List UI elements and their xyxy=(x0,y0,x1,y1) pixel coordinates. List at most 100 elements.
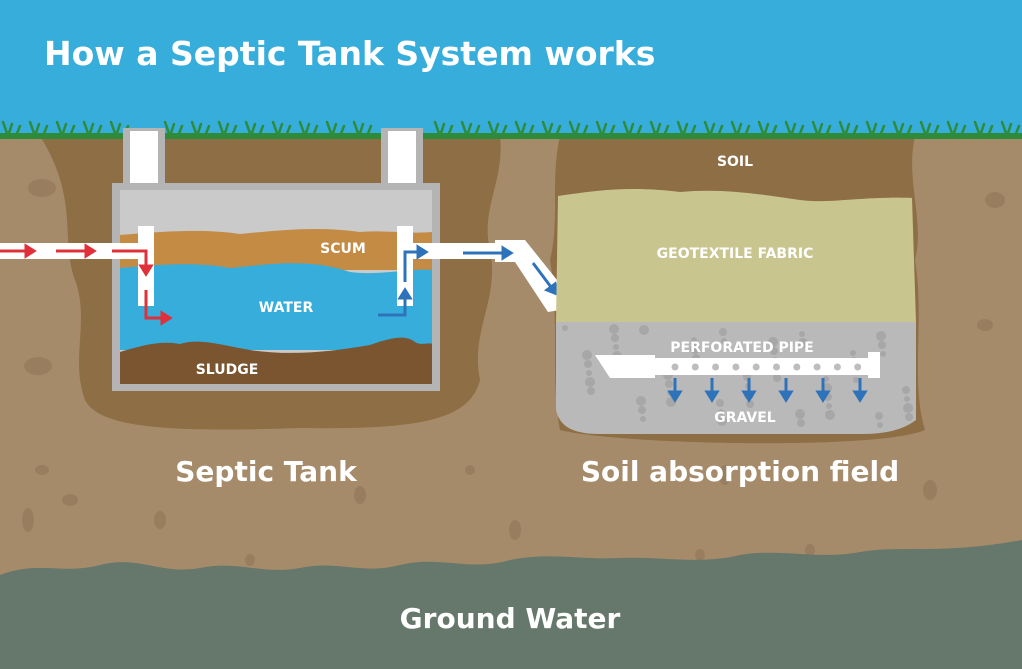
gravel-stone xyxy=(585,377,595,387)
grass-tuft xyxy=(757,120,778,138)
grass-tuft xyxy=(838,120,859,138)
pipe-hole xyxy=(691,363,699,371)
grass-tuft xyxy=(55,120,76,138)
gravel-stone xyxy=(562,325,568,331)
water-layer xyxy=(120,263,432,350)
grass-tuft xyxy=(892,120,913,138)
caption-ground-water: Ground Water xyxy=(400,602,621,635)
caption-septic-tank: Septic Tank xyxy=(175,455,358,488)
gravel-stone xyxy=(875,412,883,420)
grass-tuft xyxy=(1,120,22,138)
drip-arrow-icon xyxy=(778,378,794,403)
label-sludge: SLUDGE xyxy=(196,362,259,378)
scum-layer xyxy=(120,228,432,270)
grass-tuft xyxy=(28,120,49,138)
outflow-arrow-icon xyxy=(397,287,413,300)
gravel-stone xyxy=(665,380,673,388)
gravel-stone xyxy=(850,350,856,356)
grass-tuft xyxy=(676,120,697,138)
outflow-arrow-icon xyxy=(501,245,514,261)
label-water: WATER xyxy=(259,300,314,316)
pipe-hole xyxy=(712,363,720,371)
label-soil: SOIL xyxy=(717,154,753,170)
gravel-stone xyxy=(691,337,697,343)
pipe-hole xyxy=(793,363,801,371)
caption-absorption-field: Soil absorption field xyxy=(581,455,899,488)
inflow-arrow-icon xyxy=(138,264,154,277)
inflow-arrow-icon xyxy=(24,243,37,259)
grass-tuft xyxy=(244,120,265,138)
gravel-stone xyxy=(639,325,649,335)
gravel-stone xyxy=(877,422,883,428)
drip-arrow-icon xyxy=(667,378,683,403)
sky xyxy=(0,0,1022,140)
absorption-field xyxy=(556,189,916,434)
grass-tuft xyxy=(352,120,373,138)
gravel-stone xyxy=(690,344,700,354)
gravel-stone xyxy=(825,410,835,420)
pipe-perforations xyxy=(671,363,862,371)
gravel-stone xyxy=(582,350,592,360)
outflow-arrow-icon xyxy=(543,281,560,297)
grass-tuft xyxy=(433,120,454,138)
pipe-hole xyxy=(732,363,740,371)
pipe-hole xyxy=(773,363,780,371)
gravel-stone xyxy=(878,341,886,349)
drip-arrow-icon xyxy=(852,378,868,403)
drip-arrows xyxy=(667,378,868,403)
gravel-stone xyxy=(587,387,595,395)
gravel-stone xyxy=(876,331,886,341)
pipe-hole xyxy=(813,363,821,371)
grass-tufts xyxy=(1,120,1021,138)
gravel-stone xyxy=(770,347,778,355)
grass-tuft xyxy=(784,120,805,138)
label-gravel: GRAVEL xyxy=(714,410,776,426)
gravel-stone xyxy=(584,360,592,368)
gravel-stone xyxy=(609,324,619,334)
geotextile-layer xyxy=(556,189,916,322)
grass-tuft xyxy=(649,120,670,138)
gravel-stone xyxy=(853,377,859,383)
drip-arrow-icon xyxy=(704,378,720,403)
gravel-stone xyxy=(746,400,754,408)
grass-line xyxy=(0,133,1022,139)
inflow-arrow-icon xyxy=(160,310,173,326)
inflow-arrow-icon xyxy=(84,243,97,259)
sludge-layer xyxy=(120,337,432,384)
drip-arrow-icon xyxy=(741,378,757,403)
gravel-stone xyxy=(880,351,886,357)
gravel-stone xyxy=(768,337,778,347)
grass-tuft xyxy=(865,120,886,138)
grass-tuft xyxy=(811,120,832,138)
gravel-stone xyxy=(638,406,646,414)
grass-tuft xyxy=(460,120,481,138)
gravel-stone xyxy=(797,419,805,427)
gravel-stone xyxy=(826,403,832,409)
grass-tuft xyxy=(217,120,238,138)
gravel-stone xyxy=(640,416,646,422)
pipe-hole xyxy=(854,363,862,371)
gravel-stone xyxy=(611,334,619,342)
grass-tuft xyxy=(514,120,535,138)
grass-tuft xyxy=(622,120,643,138)
grass-tuft xyxy=(541,120,562,138)
grass-tuft xyxy=(973,120,994,138)
inflow-arrows xyxy=(0,243,173,326)
grass-tuft xyxy=(919,120,940,138)
pipe-hole xyxy=(833,363,841,371)
gravel-stone xyxy=(904,396,910,402)
gravel-stone xyxy=(905,413,913,421)
label-scum: SCUM xyxy=(320,241,366,257)
grass-tuft xyxy=(190,120,211,138)
grass-tuft xyxy=(325,120,346,138)
gravel-stone xyxy=(613,344,619,350)
grass-tuft xyxy=(487,120,508,138)
grass-tuft xyxy=(82,120,103,138)
page-title: How a Septic Tank System works xyxy=(44,34,655,73)
gravel-stone xyxy=(903,403,913,413)
septic-tank: SCUM WATER SLUDGE xyxy=(112,128,440,391)
drip-arrow-icon xyxy=(815,378,831,403)
gravel-stone xyxy=(636,396,646,406)
outflow-arrow-icon xyxy=(416,244,429,260)
